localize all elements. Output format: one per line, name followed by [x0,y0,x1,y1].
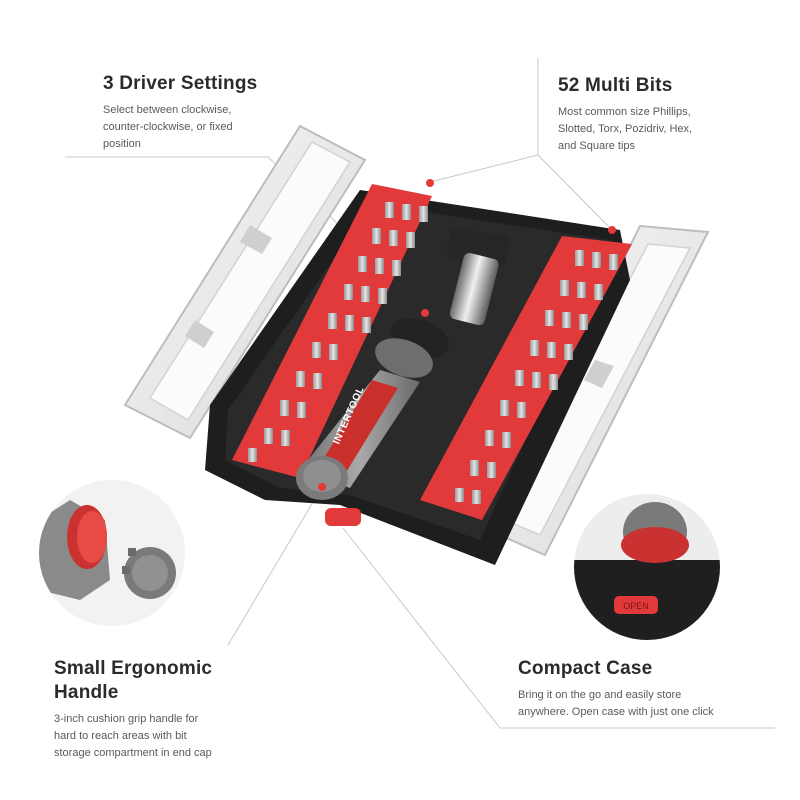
callout-text: Most common size Phillips, Slotted, Torx… [558,106,693,152]
screwdriver [296,228,510,500]
callout-title: Compact Case [518,658,653,679]
end-cap-detail [39,480,185,626]
callout-compact-case: Compact Case Bring it on the go and easi… [518,657,788,721]
case-open-latch [325,508,361,526]
callout-text: Select between clockwise, counter-clockw… [103,104,233,150]
callout-ergonomic-handle: Small Ergonomic Handle 3-inch cushion gr… [54,657,284,762]
callout-driver-settings: 3 Driver Settings Select between clockwi… [103,72,333,153]
feature-marker-dots [318,179,616,491]
callout-title: 3 Driver Settings [103,73,258,94]
open-label: OPEN [623,601,649,611]
latch-detail: OPEN [574,494,720,640]
callout-text: 3-inch cushion grip handle for hard to r… [54,713,212,759]
left-case-lid [123,124,367,440]
callout-title: 52 Multi Bits [558,75,673,96]
callout-text: Bring it on the go and easily store anyw… [518,689,714,718]
callout-title: Small Ergonomic Handle [54,658,213,703]
callout-multi-bits: 52 Multi Bits Most common size Phillips,… [558,74,778,155]
